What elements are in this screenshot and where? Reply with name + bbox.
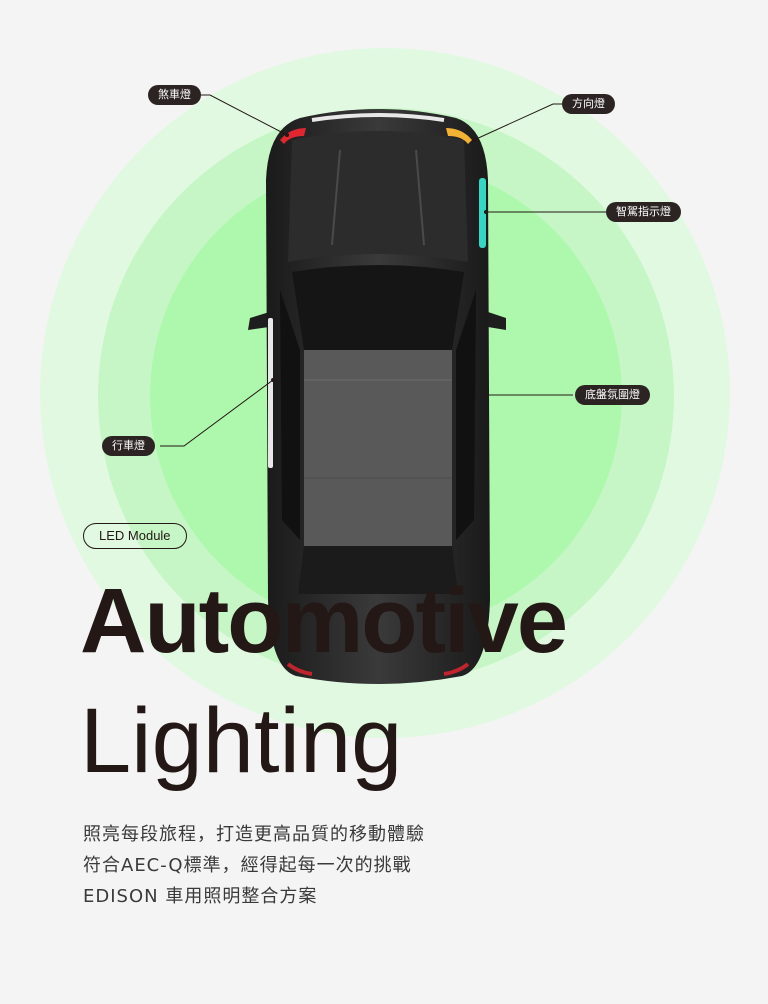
callout-turn-signal: 方向燈 [562, 94, 615, 114]
turn-signal-light [446, 128, 472, 144]
callout-brake-light: 煞車燈 [148, 85, 201, 105]
description-line: 符合AEC-Q標準，經得起每一次的挑戰 [83, 855, 412, 876]
callout-running-light: 行車燈 [102, 436, 155, 456]
description-line: 照亮每段旅程，打造更高品質的移動體驗 [83, 824, 425, 845]
running-light [268, 318, 273, 468]
callout-leaders [160, 94, 606, 447]
car-hood [288, 131, 468, 262]
smart-drive-indicator-light [479, 178, 486, 248]
callout-ambient-light: 底盤氛圍燈 [575, 385, 650, 405]
description: 照亮每段旅程，打造更高品質的移動體驗 符合AEC-Q標準，經得起每一次的挑戰 E… [83, 819, 425, 912]
page-title-line1: Automotive [80, 570, 568, 672]
windshield [292, 265, 464, 350]
callout-smart-drive-indicator: 智駕指示燈 [606, 202, 681, 222]
description-line: EDISON 車用照明整合方案 [83, 886, 318, 907]
rear-window [298, 546, 458, 594]
car-roof [304, 350, 452, 546]
led-module-badge: LED Module [83, 523, 187, 549]
page-title-line2: Lighting [80, 690, 403, 792]
brake-light [280, 128, 306, 144]
